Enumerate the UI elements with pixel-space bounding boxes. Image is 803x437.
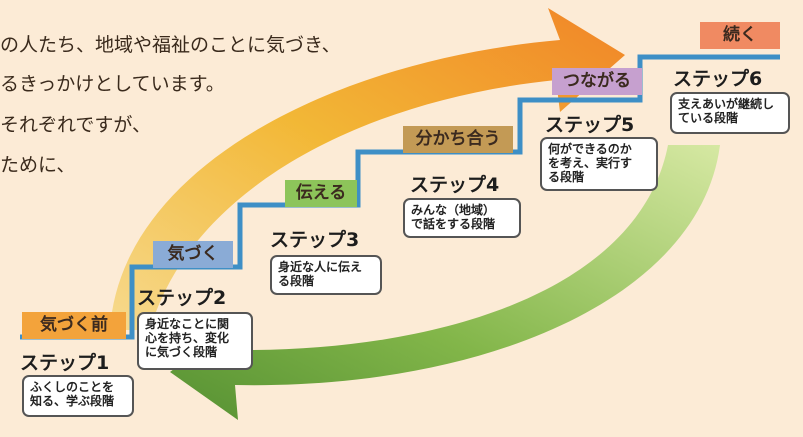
green-cycle-arrow xyxy=(170,145,720,420)
step1-tag: 気づく前 xyxy=(22,312,126,339)
step4-description: みんな（地域） で話をする段階 xyxy=(403,198,521,238)
step6-tag: 続く xyxy=(700,22,780,49)
step1-title: ステップ1 xyxy=(20,352,110,374)
step4-title: ステップ4 xyxy=(410,174,500,196)
step2-description: 身近なことに関 心を持ち、変化 に気づく段階 xyxy=(137,312,253,370)
intro-text-line-4: ために、 xyxy=(0,154,76,176)
step4-tag: 分かち合う xyxy=(403,126,513,153)
step3-tag: 伝える xyxy=(285,180,357,207)
step1-description: ふくしのことを 知る、学ぶ段階 xyxy=(22,375,134,417)
step6-title: ステップ6 xyxy=(673,68,763,90)
step3-title: ステップ3 xyxy=(270,229,360,251)
intro-text-line-1: の人たち、地域や福祉のことに気づき、 xyxy=(0,34,341,56)
step5-title: ステップ5 xyxy=(545,114,635,136)
step2-title: ステップ2 xyxy=(137,287,227,309)
intro-text-line-2: るきっかけとしています。 xyxy=(0,73,225,95)
intro-text-line-3: それぞれですが、 xyxy=(0,114,152,136)
yellow-cycle-arrow xyxy=(110,8,625,330)
step5-description: 何ができるのか を考え、実行す る段階 xyxy=(540,137,658,191)
step2-tag: 気づく xyxy=(153,241,233,268)
step3-description: 身近な人に伝え る段階 xyxy=(270,255,382,295)
step6-description: 支えあいが継続し ている段階 xyxy=(670,92,790,134)
step5-tag: つながる xyxy=(552,68,642,95)
